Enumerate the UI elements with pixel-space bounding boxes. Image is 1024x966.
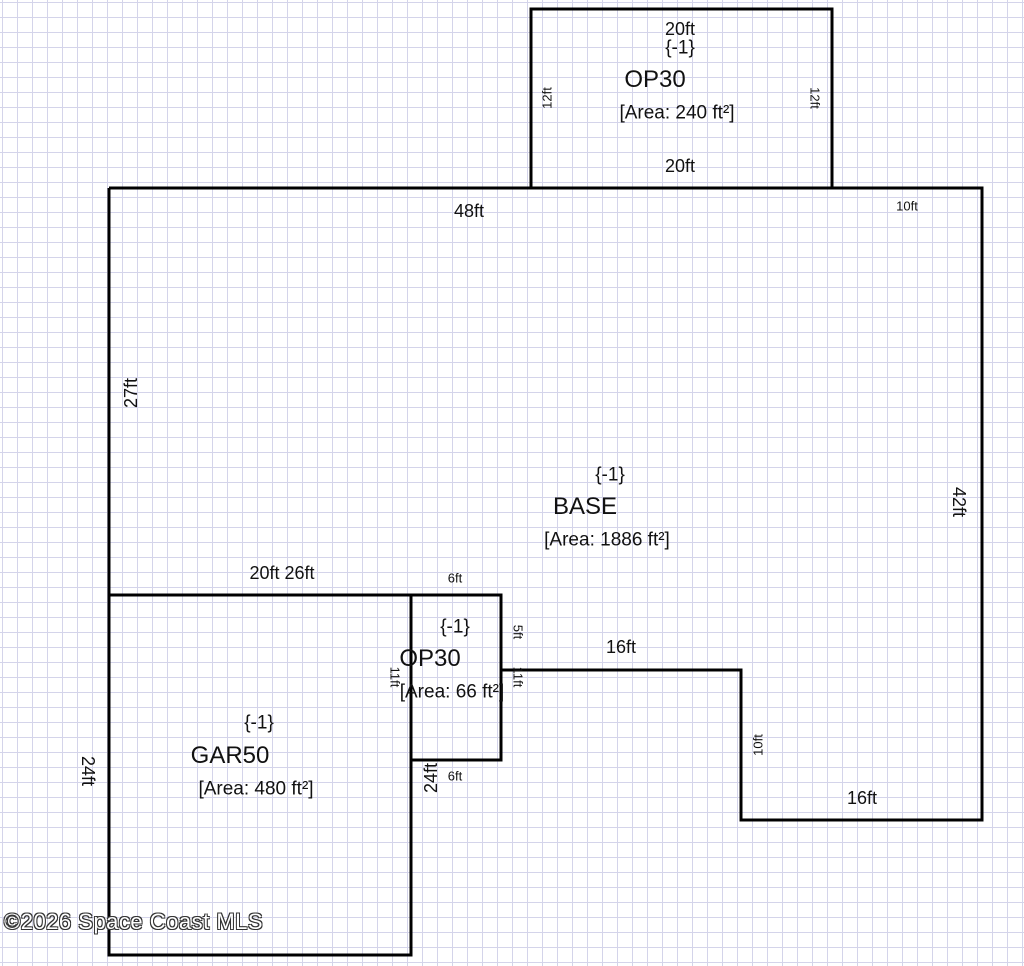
op-top-width-bottom: 20ft <box>664 156 696 176</box>
notch-top-dimension: 16ft <box>605 637 637 657</box>
notch-side-dimension: 10ft <box>750 734 766 756</box>
gar50-area: [Area: 480 ft²] <box>198 778 314 800</box>
gar50-outline <box>107 593 413 957</box>
gar50-code: {-1} <box>244 712 274 734</box>
op30-small-area: [Area: 66 ft²] <box>399 681 505 703</box>
op-top-width-top: 20ft <box>664 19 696 39</box>
op-small-left-dimension: 11ft <box>387 666 403 688</box>
notch-bottom-dimension: 16ft <box>846 788 878 808</box>
op30-small-label: OP30 <box>399 645 461 672</box>
base-right-dimension: 42ft <box>949 486 969 518</box>
op30-top-code: {-1} <box>665 37 695 59</box>
op-small-top-dimension: 6ft <box>447 570 463 586</box>
base-area: [Area: 1886 ft²] <box>544 529 670 551</box>
op-top-height-left: 12ft <box>539 87 555 109</box>
base-top-right-dimension: 10ft <box>896 198 918 214</box>
base-label: BASE <box>552 493 618 520</box>
op-small-bottom-dimension: 6ft <box>447 768 463 784</box>
gar-left-dimension: 24ft <box>78 755 98 787</box>
op30-small-code: {-1} <box>440 616 470 638</box>
op-small-right-lower-dimension: 11ft <box>510 666 526 688</box>
op-small-right-dimension: 5ft <box>510 624 526 640</box>
base-top-dimension: 48ft <box>453 201 485 221</box>
gar50-label: GAR50 <box>190 742 270 769</box>
gar-right-dimension: 24ft <box>421 762 441 794</box>
base-bottom-left-dimension: 20ft 26ft <box>249 563 315 583</box>
base-left-dimension: 27ft <box>121 377 141 409</box>
op30-top-area: [Area: 240 ft²] <box>619 102 735 124</box>
base-code: {-1} <box>595 464 625 486</box>
watermark: ©2026 Space Coast MLS <box>4 909 264 934</box>
op-top-height-right: 12ft <box>807 87 823 109</box>
op30-top-label: OP30 <box>624 66 686 93</box>
base-outline <box>109 186 984 822</box>
